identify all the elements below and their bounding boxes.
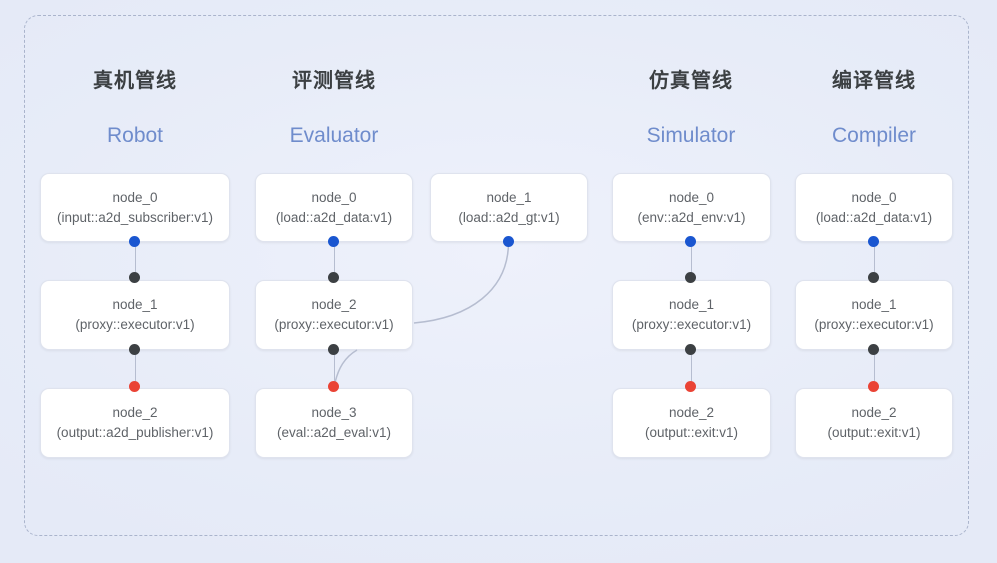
node-box-evaluator-3[interactable]: node_3 (eval::a2d_eval:v1) [255, 388, 413, 458]
edge-compiler-0-to-1 [873, 242, 875, 278]
node-box-simulator-0[interactable]: node_0 (env::a2d_env:v1) [612, 173, 771, 242]
port-in-dot-simulator-1[interactable] [685, 272, 696, 283]
port-in-dot-evaluator-3[interactable] [328, 381, 339, 392]
node-name: node_2 [112, 405, 158, 421]
node-box-evaluator-1[interactable]: node_1 (load::a2d_gt:v1) [430, 173, 588, 242]
column-title-en-robot: Robot [106, 124, 164, 147]
port-out-dot-robot-0[interactable] [129, 236, 140, 247]
edge-robot-0-to-1 [134, 242, 136, 278]
node-type: (proxy::executor:v1) [814, 317, 934, 332]
edge-simulator-0-to-1 [690, 242, 692, 278]
port-out-dot-evaluator-0[interactable] [328, 236, 339, 247]
port-in-dot-simulator-2[interactable] [685, 381, 696, 392]
port-in-dot-compiler-2[interactable] [868, 381, 879, 392]
port-out-dot-compiler-1[interactable] [868, 344, 879, 355]
node-name: node_1 [486, 189, 532, 205]
edge-simulator-1-to-2 [690, 350, 692, 387]
port-out-dot-simulator-1[interactable] [685, 344, 696, 355]
port-out-dot-evaluator-2[interactable] [328, 344, 339, 355]
node-box-compiler-0[interactable]: node_0 (load::a2d_data:v1) [795, 173, 953, 242]
edge-compiler-1-to-2 [873, 350, 875, 387]
node-box-simulator-1[interactable]: node_1 (proxy::executor:v1) [612, 280, 771, 350]
node-type: (proxy::executor:v1) [75, 317, 195, 332]
node-type: (output::exit:v1) [827, 425, 921, 440]
node-type: (output::exit:v1) [644, 425, 739, 440]
port-in-dot-robot-2[interactable] [129, 381, 140, 392]
node-name: node_3 [311, 405, 357, 421]
node-box-compiler-2[interactable]: node_2 (output::exit:v1) [795, 388, 953, 458]
node-name: node_1 [112, 297, 158, 313]
node-box-compiler-1[interactable]: node_1 (proxy::executor:v1) [795, 280, 953, 350]
node-type: (eval::a2d_eval:v1) [276, 425, 392, 440]
node-name: node_0 [112, 189, 158, 205]
column-title-cn-simulator: 仿真管线 [649, 70, 733, 92]
column-title-en-compiler: Compiler [831, 124, 917, 147]
node-name: node_1 [851, 297, 897, 313]
node-box-robot-2[interactable]: node_2 (output::a2d_publisher:v1) [40, 388, 230, 458]
node-type: (load::a2d_data:v1) [275, 209, 393, 225]
column-title-en-simulator: Simulator [646, 124, 736, 147]
node-name: node_2 [668, 405, 715, 421]
port-out-dot-simulator-0[interactable] [685, 236, 696, 247]
port-out-dot-evaluator-1[interactable] [503, 236, 514, 247]
port-out-dot-compiler-0[interactable] [868, 236, 879, 247]
port-in-dot-robot-1[interactable] [129, 272, 140, 283]
diagram-dashed-frame [24, 15, 969, 536]
node-name: node_0 [311, 189, 357, 205]
column-title-cn-robot: 真机管线 [93, 70, 177, 92]
node-name: node_1 [668, 297, 715, 313]
node-box-simulator-2[interactable]: node_2 (output::exit:v1) [612, 388, 771, 458]
port-in-dot-evaluator-2[interactable] [328, 272, 339, 283]
column-title-cn-evaluator: 评测管线 [292, 70, 376, 92]
node-name: node_0 [851, 189, 897, 205]
node-box-evaluator-2[interactable]: node_2 (proxy::executor:v1) [255, 280, 413, 350]
node-name: node_2 [851, 405, 897, 421]
column-title-cn-compiler: 编译管线 [832, 70, 916, 92]
edge-evaluator-0-to-2 [333, 242, 335, 278]
node-name: node_0 [668, 189, 715, 205]
edge-robot-1-to-2 [134, 350, 136, 387]
column-title-en-evaluator: Evaluator [289, 124, 379, 147]
node-type: (input::a2d_subscriber:v1) [56, 209, 214, 225]
node-box-evaluator-0[interactable]: node_0 (load::a2d_data:v1) [255, 173, 413, 242]
node-type: (proxy::executor:v1) [631, 317, 752, 332]
node-type: (env::a2d_env:v1) [637, 209, 746, 225]
node-type: (load::a2d_gt:v1) [458, 209, 560, 225]
port-in-dot-compiler-1[interactable] [868, 272, 879, 283]
node-type: (proxy::executor:v1) [274, 317, 394, 332]
node-name: node_2 [311, 297, 357, 313]
port-out-dot-robot-1[interactable] [129, 344, 140, 355]
node-box-robot-1[interactable]: node_1 (proxy::executor:v1) [40, 280, 230, 350]
node-type: (load::a2d_data:v1) [815, 209, 933, 225]
node-type: (output::a2d_publisher:v1) [56, 425, 214, 440]
node-box-robot-0[interactable]: node_0 (input::a2d_subscriber:v1) [40, 173, 230, 242]
